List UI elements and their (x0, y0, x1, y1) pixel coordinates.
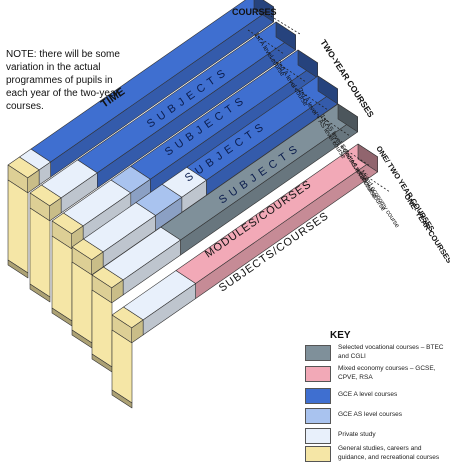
front-block-0-face (7, 179, 29, 274)
key-label-a-level: GCE A level courses (338, 391, 398, 398)
key-item-general-studies: General studies, careers and guidance, a… (305, 445, 445, 466)
front-block-1-base (29, 283, 51, 303)
one-year-courses-label: ONE- YEAR COURSES (402, 192, 450, 265)
key-label-private-study: Private study (338, 431, 376, 438)
key-item-private-study: Private study (305, 428, 445, 448)
row-0-far-end (253, 0, 275, 23)
key-item-mixed-economy: Mixed economy courses – GCSE, CPVE, RSA (305, 365, 445, 386)
key-item-a-level: GCE A level courses (305, 388, 445, 408)
front-block-4-face (91, 289, 113, 368)
key-swatch-vocational (305, 345, 331, 361)
key-swatch-general-studies (305, 446, 331, 462)
key-label-mixed-economy: Mixed economy courses – GCSE, CPVE, RSA (338, 365, 436, 381)
front-block-1-face (29, 207, 51, 298)
row-4-far-end (337, 103, 359, 133)
key-swatch-a-level (305, 388, 331, 404)
key-label-as-level: GCE AS level courses (338, 411, 402, 418)
header-arrow-line (263, 11, 301, 35)
front-block-5-base (111, 389, 133, 409)
note-text: NOTE: there will be some variation in th… (6, 49, 120, 112)
key-item-vocational: Selected vocational courses – BTEC and C… (305, 344, 445, 365)
key-swatch-mixed-economy (305, 366, 331, 382)
key-swatch-as-level (305, 408, 331, 424)
separator-3 (313, 111, 351, 137)
front-block-0-base (7, 259, 29, 279)
front-block-3-face (71, 261, 93, 344)
key-swatch-private-study (305, 428, 331, 444)
separator-2 (291, 85, 329, 111)
separator-5 (353, 167, 391, 193)
row-1-far-end (275, 21, 297, 51)
separator-0 (247, 29, 285, 55)
front-block-2-face (51, 235, 73, 322)
row-5-far-end (357, 143, 379, 173)
courses-header: COURSES (232, 7, 277, 17)
key-title: KEY (330, 330, 351, 341)
key-label-vocational: Selected vocational courses – BTEC and C… (338, 344, 444, 360)
separator-4 (333, 141, 371, 167)
key-label-general-studies: General studies, careers and guidance, a… (338, 445, 440, 461)
separator-1 (269, 57, 307, 83)
key-item-as-level: GCE AS level courses (305, 408, 445, 428)
